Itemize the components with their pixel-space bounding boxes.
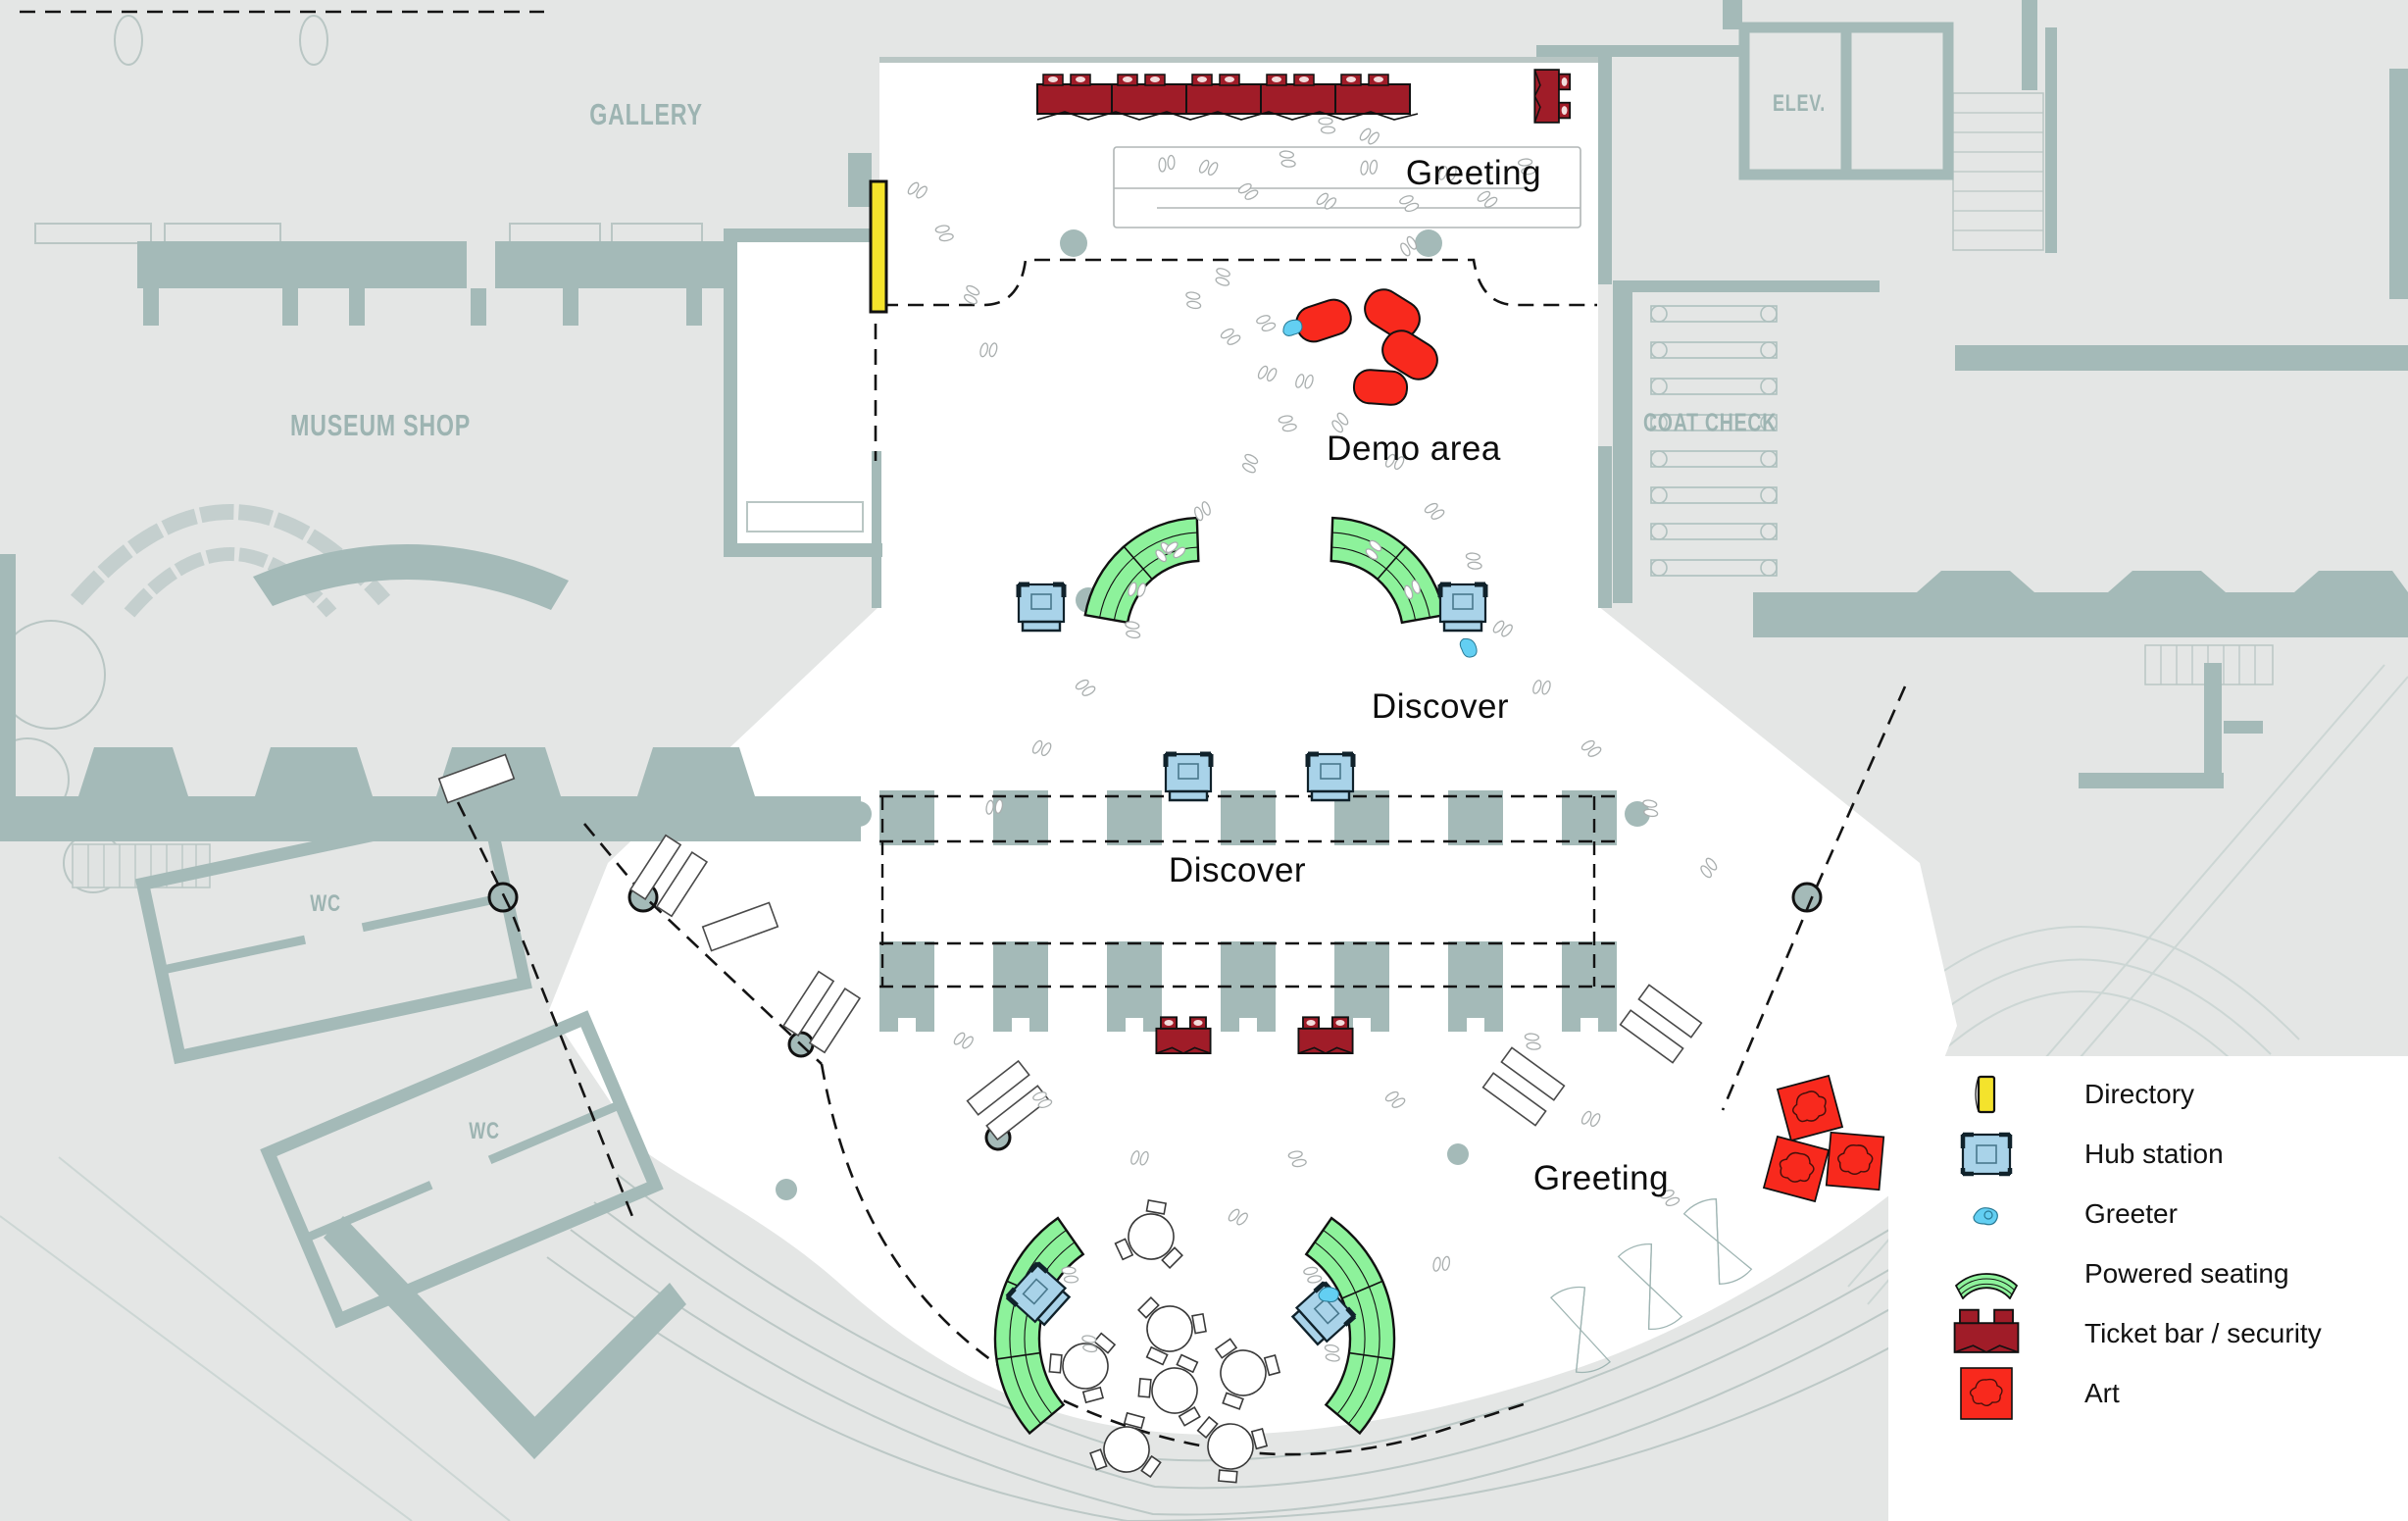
hub-station-upper-right — [1440, 584, 1485, 631]
room-label-coat-check: COAT CHECK — [1642, 407, 1778, 437]
legend-label-art: Art — [2084, 1377, 2120, 1408]
discover-corridor — [934, 847, 1581, 939]
greeter-icon — [1888, 1194, 2084, 1234]
legend-row-greeter: Greeter — [1888, 1184, 2408, 1243]
queue-rails — [1113, 146, 1581, 228]
directory-marker — [869, 179, 888, 314]
room-label-wc-lower: WC — [469, 1118, 500, 1144]
zone-boundaries — [20, 10, 1907, 1456]
legend-row-directory: Directory — [1888, 1064, 2408, 1124]
gallery-case-outlines — [34, 15, 703, 244]
legend-row-hub-station: Hub station — [1888, 1124, 2408, 1184]
walls — [0, 0, 2408, 1459]
directory-icon — [1888, 1069, 2084, 1120]
powered-seating-icon — [1888, 1248, 2084, 1299]
legend-label-hub-station: Hub station — [2084, 1138, 2224, 1169]
zone-label-demo-area: Demo area — [1327, 430, 1501, 468]
hub-station-colonnade-left — [1166, 754, 1211, 800]
lobby-floor — [549, 62, 1957, 1436]
room-label-wc-upper: WC — [310, 890, 341, 917]
ticket-bar-icon — [1888, 1306, 2084, 1361]
zone-label-discover-upper: Discover — [1371, 687, 1510, 726]
ticket-bar-long — [1036, 74, 1419, 121]
zone-label-greeting-top: Greeting — [1405, 154, 1542, 192]
room-label-elevator: ELEV. — [1772, 90, 1827, 117]
art-icon — [1888, 1364, 2084, 1423]
powered-seating-arcs — [993, 516, 1446, 1436]
zone-label-greeting-bottom: Greeting — [1532, 1159, 1670, 1197]
side-room-fixture — [746, 501, 864, 532]
coat-check-racks — [1650, 305, 1778, 577]
legend-label-powered-seating: Powered seating — [2084, 1257, 2289, 1289]
legend-row-art: Art — [1888, 1363, 2408, 1423]
hub-station-icon — [1888, 1127, 2084, 1182]
legend-label-greeter: Greeter — [2084, 1197, 2178, 1229]
room-label-museum-shop: MUSEUM SHOP — [290, 408, 471, 442]
powered-seating-lower-right — [1304, 1216, 1396, 1436]
legend-label-ticket-bar: Ticket bar / security — [2084, 1317, 2322, 1348]
museum-shop-fixtures — [70, 504, 569, 618]
legend-row-ticket-bar: Ticket bar / security — [1888, 1303, 2408, 1363]
zone-label-discover-center: Discover — [1168, 851, 1307, 889]
greeter-markers — [1282, 319, 1478, 1302]
legend-row-powered-seating: Powered seating — [1888, 1243, 2408, 1303]
room-label-gallery: GALLERY — [589, 97, 703, 131]
legend-panel: Directory Hub station Greeter Powered se… — [1888, 1056, 2408, 1521]
hub-station-colonnade-right — [1308, 754, 1353, 800]
art-demo-blobs — [1295, 288, 1438, 406]
hub-station-upper-left — [1019, 584, 1064, 631]
bench-pairs — [437, 753, 1703, 1141]
legend-label-directory: Directory — [2084, 1078, 2195, 1109]
stair-northeast — [1952, 92, 2044, 251]
